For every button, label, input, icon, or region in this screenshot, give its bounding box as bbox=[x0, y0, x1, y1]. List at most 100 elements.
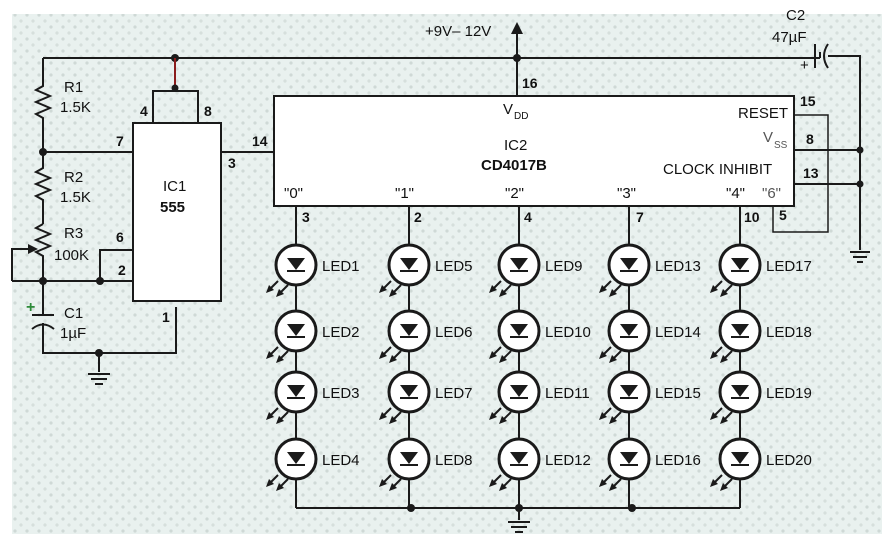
ic2-output-3: "3" bbox=[617, 185, 636, 202]
led-label: LED10 bbox=[545, 324, 591, 341]
led-icon bbox=[266, 309, 318, 363]
led-icon bbox=[599, 370, 651, 424]
led-icon bbox=[599, 309, 651, 363]
ic2-vss-sub: SS bbox=[774, 140, 788, 151]
led-icon bbox=[379, 243, 431, 297]
ic1-pin2: 2 bbox=[118, 262, 126, 278]
ic2-output-2: "2" bbox=[505, 185, 524, 202]
led-icon bbox=[379, 309, 431, 363]
ic2-pin10: 10 bbox=[744, 209, 760, 225]
led-label: LED18 bbox=[766, 324, 812, 341]
ic2-output-6: "6" bbox=[762, 185, 781, 202]
led-icon bbox=[710, 243, 762, 297]
ic2-reset-label: RESET bbox=[738, 105, 788, 122]
capacitor-c1-icon bbox=[31, 281, 177, 354]
c2-value: 47µF bbox=[772, 29, 807, 46]
ic2-vss: V bbox=[763, 129, 773, 146]
ic2-pin15: 15 bbox=[800, 93, 816, 109]
led-label: LED6 bbox=[435, 324, 473, 341]
ic1-body bbox=[132, 122, 222, 302]
led-label: LED12 bbox=[545, 452, 591, 469]
ic2-pin5: 5 bbox=[779, 207, 787, 223]
resistor-r2-icon bbox=[33, 152, 53, 224]
ic2-vdd-sub: DD bbox=[514, 111, 528, 122]
led-label: LED14 bbox=[655, 324, 701, 341]
ic1-pin3: 3 bbox=[228, 155, 236, 171]
ic2-pin4: 4 bbox=[524, 209, 532, 225]
ic2-output-0: "0" bbox=[284, 185, 303, 202]
led-icon bbox=[710, 370, 762, 424]
ic2-part: CD4017B bbox=[481, 157, 547, 174]
c1-ref: C1 bbox=[64, 305, 83, 322]
supply-label: +9V– 12V bbox=[425, 23, 491, 40]
led-icon bbox=[710, 437, 762, 491]
led-icon bbox=[266, 437, 318, 491]
led-grid: LED1LED2LED3LED4LED5LED6LED7LED8LED9LED1… bbox=[266, 206, 812, 508]
led-icon bbox=[489, 243, 541, 297]
led-icon bbox=[266, 370, 318, 424]
ic2-vdd: V bbox=[503, 101, 513, 118]
led-label: LED4 bbox=[322, 452, 360, 469]
ic2-pin7: 7 bbox=[636, 209, 644, 225]
led-label: LED8 bbox=[435, 452, 473, 469]
ic2-output-4: "4" bbox=[726, 185, 745, 202]
ic2-output-1: "1" bbox=[395, 185, 414, 202]
r1-ref: R1 bbox=[64, 79, 83, 96]
led-label: LED9 bbox=[545, 258, 583, 275]
led-icon bbox=[710, 309, 762, 363]
c2-polarity: + bbox=[800, 57, 809, 74]
ic2-ref: IC2 bbox=[504, 137, 527, 154]
r2-value: 1.5K bbox=[60, 189, 91, 206]
ground-icon bbox=[508, 508, 530, 533]
led-label: LED7 bbox=[435, 385, 473, 402]
led-icon bbox=[489, 309, 541, 363]
ic1-part: 555 bbox=[160, 199, 185, 216]
led-label: LED11 bbox=[545, 385, 590, 402]
led-icon bbox=[266, 243, 318, 297]
led-icon bbox=[379, 437, 431, 491]
ic1-pin7: 7 bbox=[116, 133, 124, 149]
r2-ref: R2 bbox=[64, 169, 83, 186]
r3-ref: R3 bbox=[64, 225, 83, 242]
led-icon bbox=[599, 437, 651, 491]
c1-polarity: + bbox=[26, 299, 35, 316]
led-label: LED13 bbox=[655, 258, 701, 275]
ic1-pin8: 8 bbox=[204, 103, 212, 119]
led-label: LED19 bbox=[766, 385, 812, 402]
ground-icon bbox=[88, 353, 110, 385]
ground-icon bbox=[850, 251, 870, 263]
r3-value: 100K bbox=[54, 247, 89, 264]
ic2-pin8: 8 bbox=[806, 131, 814, 147]
ic2-pin2: 2 bbox=[414, 209, 422, 225]
ic1-pin4: 4 bbox=[140, 103, 148, 119]
led-icon bbox=[489, 437, 541, 491]
led-icon bbox=[489, 370, 541, 424]
led-label: LED2 bbox=[322, 324, 360, 341]
ic2-pin14: 14 bbox=[252, 133, 268, 149]
led-label: LED5 bbox=[435, 258, 473, 275]
led-label: LED15 bbox=[655, 385, 701, 402]
supply-arrow-icon bbox=[511, 22, 523, 58]
ic1-ref: IC1 bbox=[163, 178, 186, 195]
led-icon bbox=[599, 243, 651, 297]
ic2-body bbox=[273, 95, 795, 207]
c2-ref: C2 bbox=[786, 7, 805, 24]
led-label: LED17 bbox=[766, 258, 812, 275]
ic1-pin6: 6 bbox=[116, 229, 124, 245]
led-label: LED1 bbox=[322, 258, 360, 275]
led-label: LED3 bbox=[322, 385, 360, 402]
ic2-pin16: 16 bbox=[522, 75, 538, 91]
r1-value: 1.5K bbox=[60, 99, 91, 116]
led-label: LED16 bbox=[655, 452, 701, 469]
led-icon bbox=[379, 370, 431, 424]
ic2-pin3: 3 bbox=[302, 209, 310, 225]
potentiometer-r3-icon bbox=[11, 223, 133, 282]
c1-value: 1µF bbox=[60, 325, 86, 342]
led-label: LED20 bbox=[766, 452, 812, 469]
ic2-clock-inhibit-label: CLOCK INHIBIT bbox=[663, 161, 772, 178]
ic2-pin13: 13 bbox=[803, 165, 819, 181]
ic1-pin1: 1 bbox=[162, 309, 170, 325]
resistor-r1-icon bbox=[33, 58, 53, 152]
